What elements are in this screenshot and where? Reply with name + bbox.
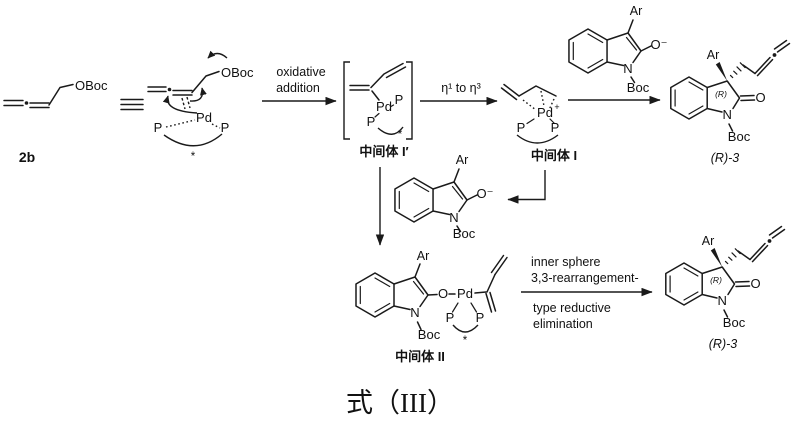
chirality-star: * bbox=[398, 129, 403, 141]
intermediate-i-structure: Pd + P P 中间体 I bbox=[500, 83, 577, 163]
indolate-middle: Ar O⁻ N Boc bbox=[394, 153, 494, 241]
bold-wedge-bond bbox=[710, 248, 723, 267]
oboc-label: OBoc bbox=[221, 65, 254, 80]
product-label: (R)-3 bbox=[711, 151, 740, 165]
compound-2b-label: 2b bbox=[19, 149, 35, 165]
arrow-text: oxidative bbox=[276, 65, 325, 79]
pd-charge: + bbox=[554, 102, 559, 112]
phosphine-label: P bbox=[476, 310, 485, 325]
allene-center-dot bbox=[767, 239, 772, 243]
phosphine-label: P bbox=[446, 310, 455, 325]
intermediate-i-prime-label: 中间体 I′ bbox=[359, 144, 408, 159]
olate-label: O⁻ bbox=[651, 37, 668, 52]
intermediate-ii-label: 中间体 II bbox=[395, 349, 445, 364]
nitrogen-label: N bbox=[449, 210, 458, 225]
oxygen-label: O bbox=[755, 90, 765, 105]
pd-label: Pd bbox=[196, 110, 212, 125]
boc-label: Boc bbox=[728, 129, 751, 144]
phosphine-label: P bbox=[367, 114, 376, 129]
hash-wedge-bond bbox=[729, 62, 746, 79]
right-bracket bbox=[406, 61, 413, 140]
pd-label: Pd bbox=[376, 99, 392, 114]
chiral-ligand-arc bbox=[377, 126, 404, 135]
pd-label: Pd bbox=[457, 286, 473, 301]
olate-label: O⁻ bbox=[477, 186, 494, 201]
nitrogen-label: N bbox=[723, 107, 732, 122]
allene-center-dot bbox=[24, 101, 29, 105]
boc-label: Boc bbox=[453, 226, 476, 241]
oxygen-label: O bbox=[438, 286, 448, 301]
curved-arrow-alkene bbox=[189, 87, 207, 102]
compound-2b-structure: OBoc 2b bbox=[3, 78, 108, 165]
intermediate-i-label: 中间体 I bbox=[531, 148, 577, 163]
product-label: (R)-3 bbox=[709, 337, 738, 351]
intermediate-i-prime-structure: Pd P P * 中间体 I′ bbox=[343, 61, 413, 159]
arrow-text: elimination bbox=[533, 317, 593, 331]
chiral-ligand-arc bbox=[452, 324, 479, 333]
inner-sphere-arrow: inner sphere 3,3-rearrangement- type red… bbox=[521, 255, 653, 331]
chirality-star: * bbox=[463, 335, 468, 347]
oxygen-label: O bbox=[750, 276, 760, 291]
arrow-text: 3,3-rearrangement- bbox=[531, 271, 639, 285]
eta-isomerization-arrow: η¹ to η³ bbox=[420, 81, 498, 106]
phosphine-label: P bbox=[517, 120, 526, 135]
allene-center-dot bbox=[167, 87, 172, 92]
nitrogen-label: N bbox=[623, 61, 632, 76]
r-config-label: (R) bbox=[710, 275, 722, 285]
chiral-ligand-arc bbox=[163, 133, 223, 147]
equivalence-sign bbox=[120, 98, 144, 111]
eta2-coordination bbox=[186, 96, 191, 109]
ar-label: Ar bbox=[707, 48, 720, 62]
arrow-text: type reductive bbox=[533, 301, 611, 315]
phosphine-label: P bbox=[221, 120, 230, 135]
arrow-text: addition bbox=[276, 81, 320, 95]
product-top: Ar (R) O N Boc (R)-3 bbox=[670, 39, 791, 165]
chiral-ligand-arc bbox=[516, 134, 559, 144]
ar-label: Ar bbox=[456, 153, 469, 167]
phosphine-label: P bbox=[395, 92, 404, 107]
ar-label: Ar bbox=[417, 249, 430, 263]
ar-label: Ar bbox=[630, 4, 643, 18]
boc-label: Boc bbox=[627, 80, 650, 95]
chirality-star: * bbox=[191, 151, 196, 163]
arrow-i-to-indolate bbox=[507, 170, 546, 204]
arrow-text: inner sphere bbox=[531, 255, 601, 269]
curved-arrow-pd bbox=[162, 95, 198, 114]
eta2-coordination bbox=[181, 97, 186, 110]
boc-label: Boc bbox=[418, 327, 441, 342]
phosphine-label: P bbox=[551, 120, 560, 135]
intermediate-ii-structure: Ar O Pd P P * N Boc 中间体 II bbox=[355, 249, 508, 364]
curved-arrow-oboc bbox=[207, 50, 228, 59]
product-bottom: Ar (R) O N Boc (R)-3 bbox=[665, 225, 786, 351]
arrow-text: η¹ to η³ bbox=[441, 81, 481, 95]
nitrogen-label: N bbox=[410, 305, 419, 320]
allene-pd-complex: OBoc Pd P P * bbox=[147, 50, 254, 163]
oboc-label: OBoc bbox=[75, 78, 108, 93]
hash-wedge-bond bbox=[724, 248, 741, 265]
bold-wedge-bond bbox=[715, 62, 728, 81]
nitrogen-label: N bbox=[718, 293, 727, 308]
formula-caption: 式（III） bbox=[346, 388, 454, 418]
ar-label: Ar bbox=[702, 234, 715, 248]
boc-label: Boc bbox=[723, 315, 746, 330]
pd-label: Pd bbox=[537, 105, 553, 120]
r-config-label: (R) bbox=[715, 89, 727, 99]
oxidative-addition-arrow: oxidative addition bbox=[262, 65, 337, 106]
allene-center-dot bbox=[772, 53, 777, 57]
indolate-top: Ar O⁻ N Boc bbox=[568, 4, 668, 95]
phosphine-label: P bbox=[154, 120, 163, 135]
left-bracket bbox=[343, 61, 350, 140]
